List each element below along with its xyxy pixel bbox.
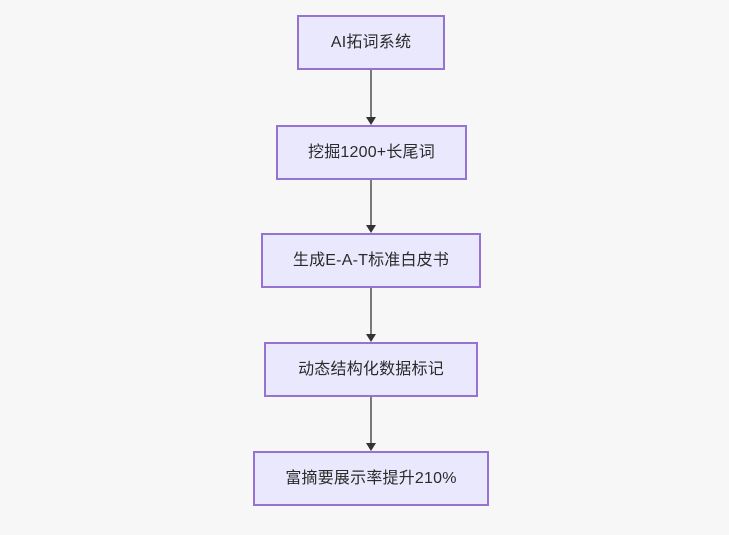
flow-node-label: AI拓词系统 (330, 33, 412, 51)
flow-node-label: 动态结构化数据标记 (298, 360, 444, 378)
flow-node-ai-keyword-system[interactable]: AI拓词系统 (297, 15, 445, 70)
flow-node-dynamic-structured-data-markup[interactable]: 动态结构化数据标记 (264, 342, 478, 397)
arrowhead-n3-n4 (366, 334, 376, 342)
arrowhead-n4-n5 (366, 443, 376, 451)
edge-n3-n4 (370, 288, 372, 334)
flow-node-label: 富摘要展示率提升210% (285, 469, 457, 487)
flow-node-generate-eat-whitepaper[interactable]: 生成E-A-T标准白皮书 (261, 233, 481, 288)
flow-node-label: 生成E-A-T标准白皮书 (292, 251, 450, 269)
flow-node-mine-longtail-keywords[interactable]: 挖掘1200+长尾词 (276, 125, 467, 180)
edge-n2-n3 (370, 180, 372, 225)
edge-n4-n5 (370, 397, 372, 443)
flow-node-label: 挖掘1200+长尾词 (308, 143, 435, 161)
flow-node-rich-snippet-impression-lift[interactable]: 富摘要展示率提升210% (253, 451, 489, 506)
arrowhead-n2-n3 (366, 225, 376, 233)
arrowhead-n1-n2 (366, 117, 376, 125)
edge-n1-n2 (370, 70, 372, 117)
